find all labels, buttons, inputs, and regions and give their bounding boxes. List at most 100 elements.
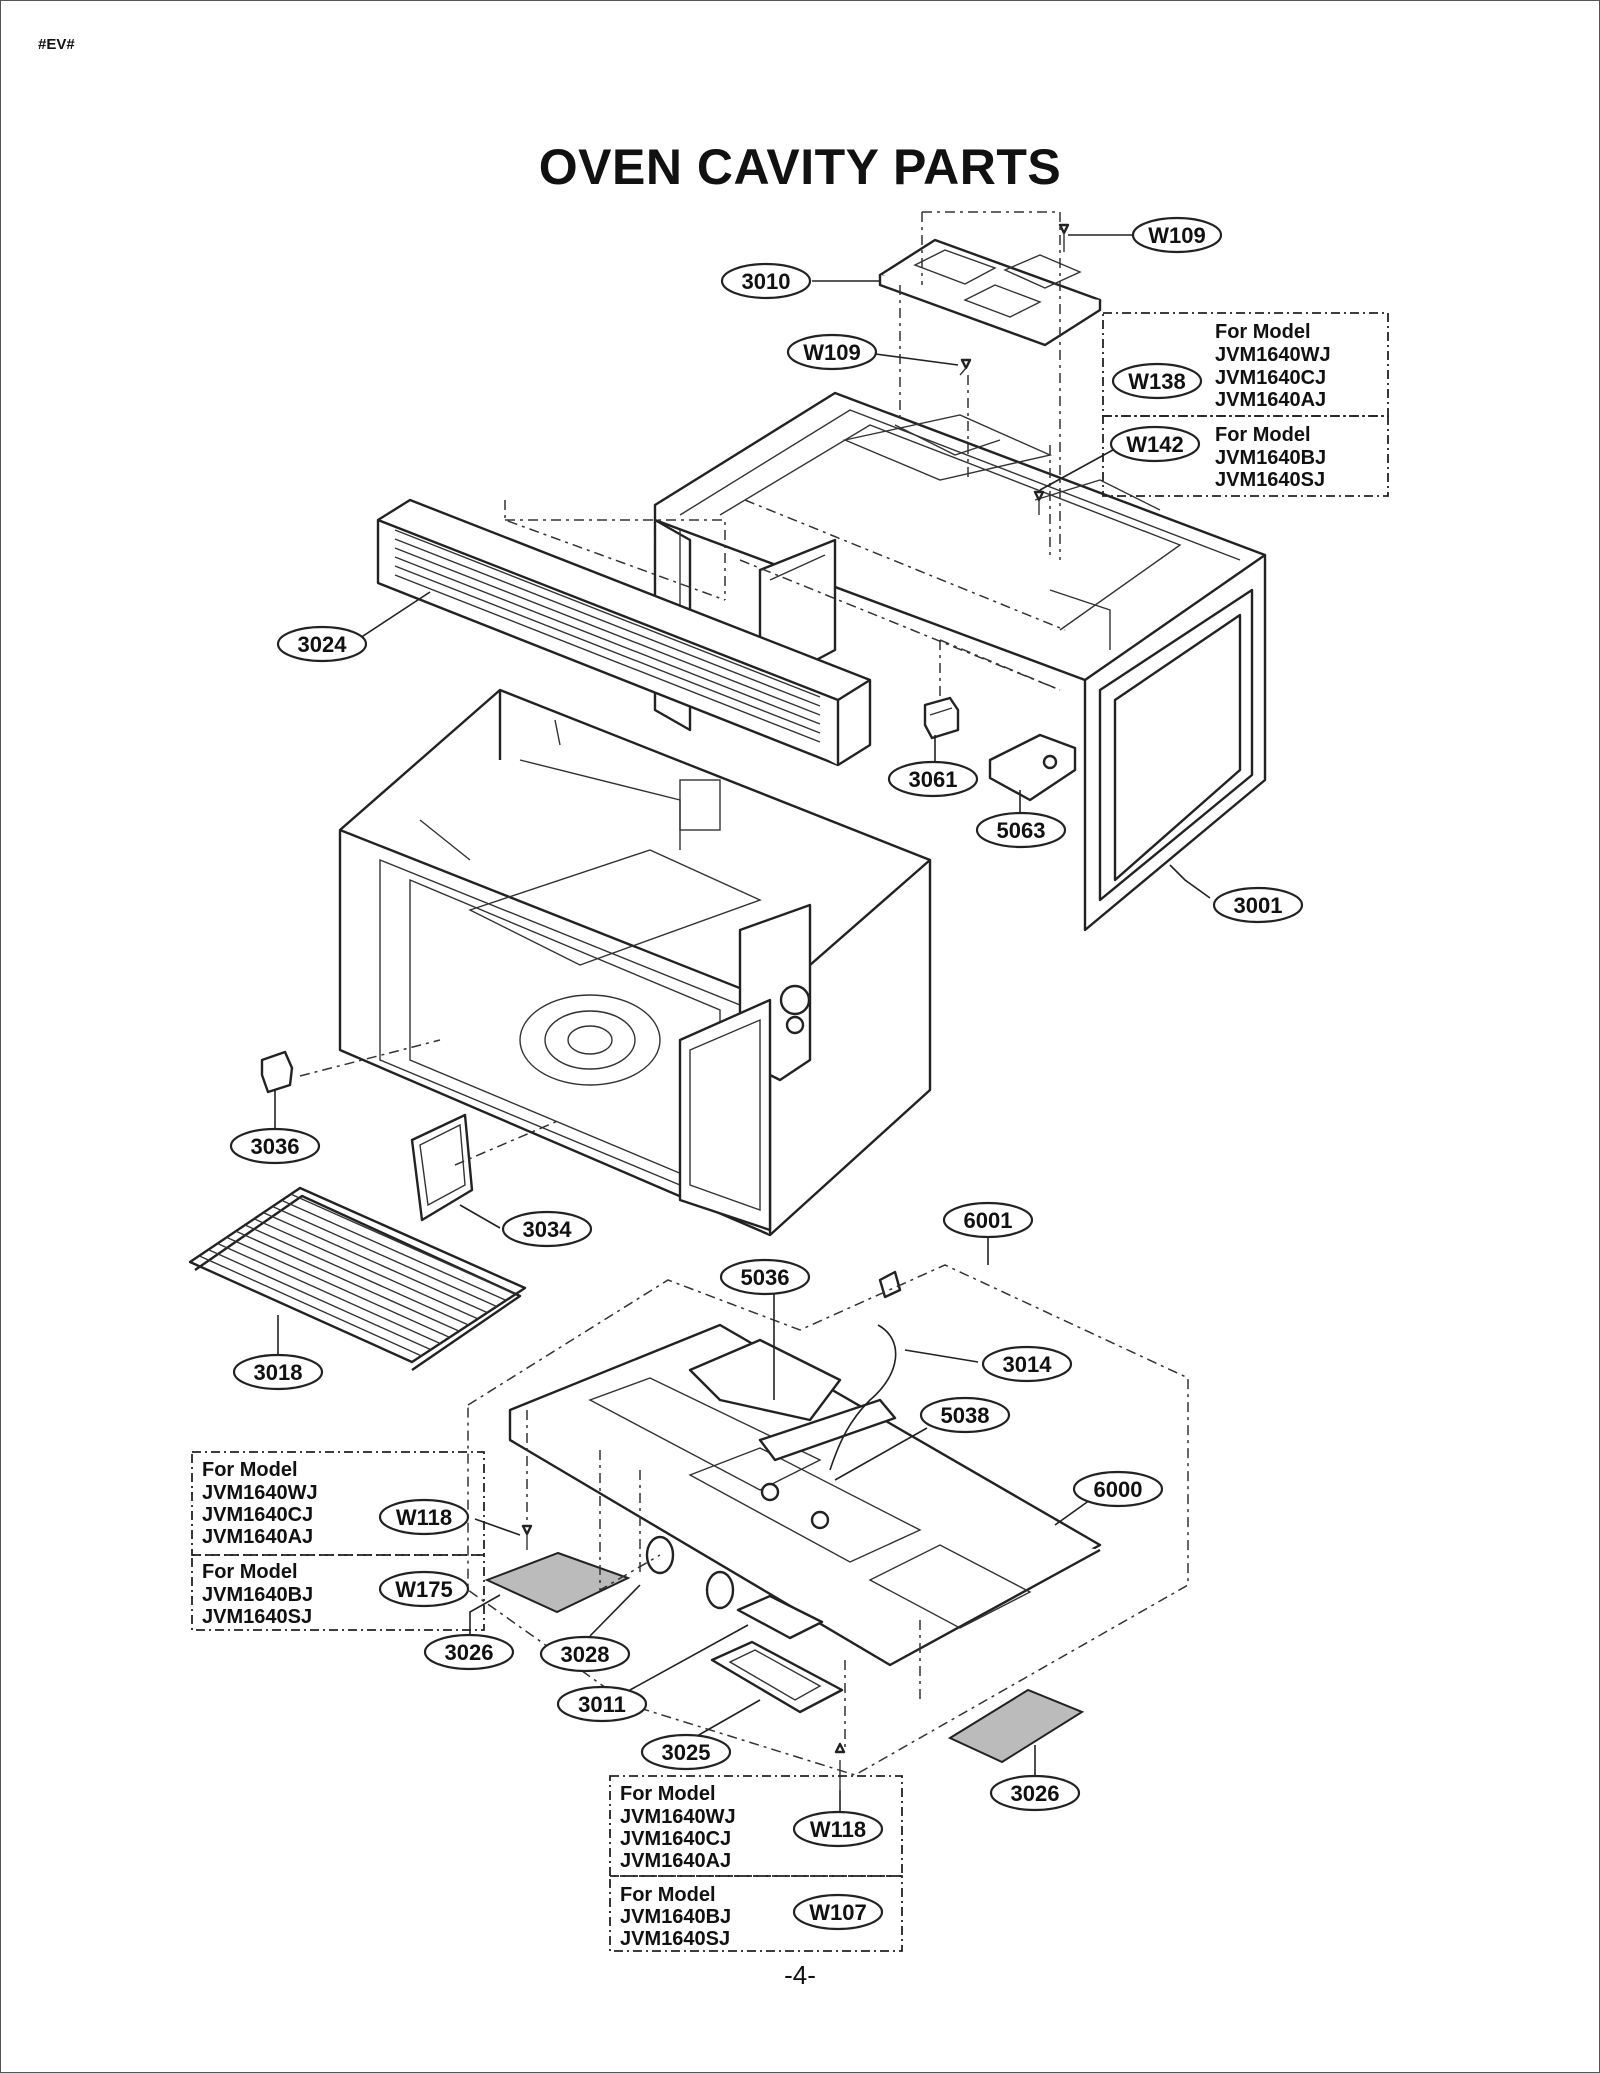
base-plate-6000 bbox=[508, 1270, 1102, 1667]
callout-oval bbox=[1072, 1470, 1164, 1508]
callout-label: 3034 bbox=[523, 1217, 573, 1242]
alignment-lines bbox=[299, 211, 1066, 1750]
callout-label: W142 bbox=[1126, 432, 1183, 457]
callout-oval bbox=[720, 262, 812, 300]
svg-text:JVM1640SJ: JVM1640SJ bbox=[620, 1928, 730, 1950]
svg-text:JVM1640SJ: JVM1640SJ bbox=[202, 1606, 312, 1628]
outer-case-part bbox=[653, 391, 1267, 932]
callout-p3024: 3024 bbox=[276, 625, 368, 663]
callout-label: 3010 bbox=[742, 269, 791, 294]
callout-label: W107 bbox=[809, 1900, 866, 1925]
callout-w109-mid: W109 bbox=[786, 333, 878, 371]
callout-label: W118 bbox=[810, 1817, 866, 1842]
callout-p5038: 5038 bbox=[919, 1396, 1011, 1434]
callout-label: 3014 bbox=[1003, 1352, 1053, 1377]
callout-oval bbox=[792, 1893, 884, 1931]
callout-label: W118 bbox=[396, 1505, 452, 1530]
callout-p3010: 3010 bbox=[720, 262, 812, 300]
callout-oval bbox=[423, 1633, 515, 1671]
svg-text:JVM1640WJ: JVM1640WJ bbox=[620, 1806, 736, 1828]
callout-oval bbox=[942, 1201, 1034, 1239]
callout-p3026-right: 3026 bbox=[989, 1774, 1081, 1812]
callout-p3011: 3011 bbox=[556, 1685, 648, 1723]
vent-grille-part bbox=[376, 498, 872, 767]
grease-filter-3026-right bbox=[947, 1688, 1085, 1764]
callout-oval bbox=[1111, 362, 1203, 400]
note-bottom-a: For Model JVM1640WJ JVM1640CJ JVM1640AJ bbox=[620, 1783, 736, 1872]
callout-label: 3024 bbox=[298, 632, 348, 657]
callout-label: 3026 bbox=[445, 1640, 494, 1665]
svg-text:JVM1640AJ: JVM1640AJ bbox=[620, 1850, 731, 1872]
svg-text:JVM1640CJ: JVM1640CJ bbox=[1215, 367, 1326, 389]
leader-lines bbox=[274, 234, 1211, 1815]
callout-oval bbox=[989, 1774, 1081, 1812]
callout-oval bbox=[378, 1498, 470, 1536]
rack-bar bbox=[244, 1224, 469, 1326]
callout-label: 5036 bbox=[741, 1265, 790, 1290]
callout-p6000: 6000 bbox=[1072, 1470, 1164, 1508]
rack-bar bbox=[198, 1255, 422, 1357]
callout-oval bbox=[981, 1345, 1073, 1383]
callout-p6001: 6001 bbox=[942, 1201, 1034, 1239]
callout-w175: W175 bbox=[378, 1570, 470, 1608]
rack-bar bbox=[281, 1199, 507, 1301]
callout-p3026-left: 3026 bbox=[423, 1633, 515, 1671]
callout-label: 3001 bbox=[1234, 893, 1283, 918]
svg-text:For Model: For Model bbox=[1215, 321, 1311, 343]
top-plate-part bbox=[878, 238, 1102, 347]
grille-slot bbox=[394, 556, 821, 725]
callout-p3014: 3014 bbox=[981, 1345, 1073, 1383]
header-tag: #EV# bbox=[38, 36, 75, 53]
note-left-b: For Model JVM1640BJ JVM1640SJ bbox=[202, 1561, 313, 1628]
callout-label: 5038 bbox=[941, 1403, 990, 1428]
callout-label: 3036 bbox=[251, 1134, 300, 1159]
grille-slot bbox=[394, 565, 821, 734]
callout-label: W109 bbox=[803, 340, 860, 365]
callout-p3018: 3018 bbox=[232, 1353, 324, 1391]
screw-icons bbox=[521, 223, 1070, 1790]
oven-rack-3018 bbox=[188, 1186, 527, 1371]
callout-p3036: 3036 bbox=[229, 1127, 321, 1165]
note-top-a: For Model JVM1640WJ JVM1640CJ JVM1640AJ bbox=[1215, 321, 1331, 411]
lens-3011 bbox=[736, 1594, 824, 1640]
note-bottom-b: For Model JVM1640BJ JVM1640SJ bbox=[620, 1884, 731, 1950]
callout-oval bbox=[975, 811, 1067, 849]
svg-text:For Model: For Model bbox=[620, 1884, 716, 1906]
svg-text:For Model: For Model bbox=[202, 1561, 298, 1583]
svg-text:JVM1640AJ: JVM1640AJ bbox=[202, 1526, 313, 1548]
callout-oval bbox=[539, 1635, 631, 1673]
note-top-b: For Model JVM1640BJ JVM1640SJ bbox=[1215, 424, 1326, 491]
callout-w118-bottom: W118 bbox=[792, 1810, 884, 1848]
callout-w109-top: W109 bbox=[1131, 216, 1223, 254]
svg-text:JVM1640AJ: JVM1640AJ bbox=[1215, 389, 1326, 411]
callout-label: 6000 bbox=[1094, 1477, 1143, 1502]
cover-3034 bbox=[410, 1113, 474, 1222]
callout-label: W175 bbox=[395, 1577, 452, 1602]
callout-w138: W138 bbox=[1111, 362, 1203, 400]
callout-oval bbox=[501, 1210, 593, 1248]
grille-slot bbox=[394, 538, 821, 707]
svg-text:JVM1640CJ: JVM1640CJ bbox=[202, 1504, 313, 1526]
callout-oval bbox=[1212, 886, 1304, 924]
rack-bar bbox=[272, 1205, 498, 1308]
callout-oval bbox=[792, 1810, 884, 1848]
model-note-frames bbox=[191, 312, 1389, 1952]
grille-slot bbox=[394, 529, 821, 698]
callout-oval bbox=[719, 1258, 811, 1296]
rack-bar bbox=[226, 1236, 450, 1338]
callout-w142: W142 bbox=[1109, 425, 1201, 463]
rack-bar bbox=[208, 1249, 432, 1351]
callout-p3028: 3028 bbox=[539, 1635, 631, 1673]
rack-bar bbox=[290, 1193, 516, 1295]
note-left-a: For Model JVM1640WJ JVM1640CJ JVM1640AJ bbox=[202, 1459, 318, 1548]
callout-label: 3018 bbox=[254, 1360, 303, 1385]
callout-p5063: 5063 bbox=[975, 811, 1067, 849]
svg-text:JVM1640CJ: JVM1640CJ bbox=[620, 1828, 731, 1850]
oven-cavity-part bbox=[338, 688, 932, 1237]
svg-text:JVM1640BJ: JVM1640BJ bbox=[1215, 447, 1326, 469]
callout-oval bbox=[640, 1733, 732, 1771]
svg-text:JVM1640BJ: JVM1640BJ bbox=[202, 1584, 313, 1606]
svg-text:JVM1640BJ: JVM1640BJ bbox=[620, 1906, 731, 1928]
callout-label: 3011 bbox=[578, 1692, 626, 1717]
svg-text:JVM1640WJ: JVM1640WJ bbox=[202, 1482, 318, 1504]
